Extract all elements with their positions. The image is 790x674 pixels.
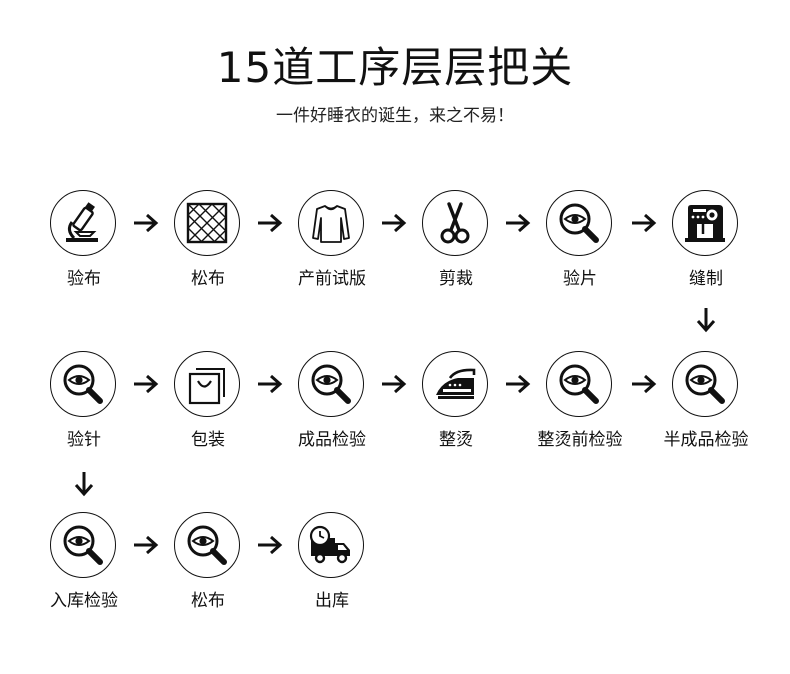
step-label: 剪裁 (439, 269, 473, 289)
page-subtitle: 一件好睡衣的诞生，来之不易！ (276, 106, 514, 126)
step-circle (298, 351, 364, 417)
step-label: 验针 (67, 430, 101, 450)
fabric-weave-icon (184, 200, 230, 246)
step-label: 松布 (191, 269, 225, 289)
step-circle (422, 190, 488, 256)
iron-icon (432, 361, 478, 407)
shirt-icon (308, 200, 354, 246)
scissors-icon (432, 200, 478, 246)
step-circle (174, 351, 240, 417)
arrow-right-icon (256, 373, 284, 395)
step-label: 整烫 (439, 430, 473, 450)
step-circle (422, 351, 488, 417)
step-label: 验布 (67, 269, 101, 289)
step-circle (174, 190, 240, 256)
step-circle (298, 512, 364, 578)
step-circle (50, 351, 116, 417)
arrow-right-icon (504, 212, 532, 234)
arrow-down-icon (73, 470, 95, 498)
step-circle (546, 190, 612, 256)
step-circle (298, 190, 364, 256)
step-label: 半成品检验 (663, 430, 749, 450)
arrow-down-icon (695, 306, 717, 334)
step-label: 松布 (191, 591, 225, 611)
step-label: 缝制 (689, 269, 723, 289)
step-circle (672, 190, 738, 256)
step-label: 出库 (315, 591, 349, 611)
arrow-right-icon (132, 534, 160, 556)
delivery-truck-icon (308, 522, 354, 568)
magnifier-eye-icon (60, 522, 106, 568)
step-label: 入库检验 (50, 591, 118, 611)
step-label: 产前试版 (298, 269, 366, 289)
magnifier-eye-icon (308, 361, 354, 407)
arrow-right-icon (380, 212, 408, 234)
sewing-machine-icon (682, 200, 728, 246)
step-circle (174, 512, 240, 578)
arrow-right-icon (132, 373, 160, 395)
magnifier-eye-icon (184, 522, 230, 568)
arrow-right-icon (380, 373, 408, 395)
step-label: 整烫前检验 (537, 430, 623, 450)
shopping-bag-icon (184, 361, 230, 407)
step-circle (546, 351, 612, 417)
step-label: 成品检验 (298, 430, 366, 450)
step-circle (672, 351, 738, 417)
arrow-right-icon (630, 373, 658, 395)
step-circle (50, 190, 116, 256)
arrow-right-icon (630, 212, 658, 234)
page-title: 15道工序层层把关 (216, 43, 574, 92)
microscope-icon (60, 200, 106, 246)
arrow-right-icon (504, 373, 532, 395)
magnifier-eye-icon (556, 200, 602, 246)
arrow-right-icon (132, 212, 160, 234)
arrow-right-icon (256, 212, 284, 234)
magnifier-eye-icon (682, 361, 728, 407)
arrow-right-icon (256, 534, 284, 556)
step-label: 验片 (563, 269, 597, 289)
step-circle (50, 512, 116, 578)
magnifier-eye-icon (60, 361, 106, 407)
magnifier-eye-icon (556, 361, 602, 407)
step-label: 包装 (191, 430, 225, 450)
